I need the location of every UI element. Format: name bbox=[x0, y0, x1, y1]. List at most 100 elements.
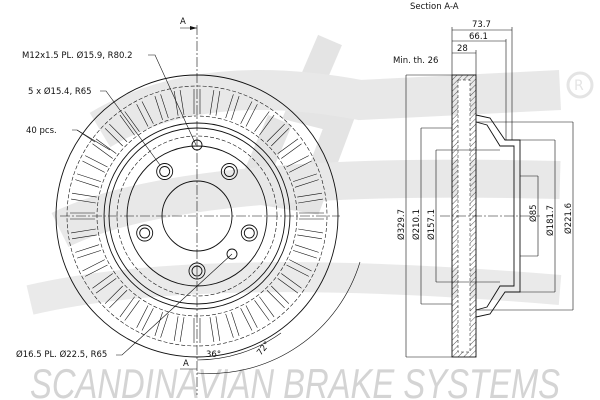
vane-line bbox=[225, 94, 234, 119]
vane-line bbox=[77, 250, 102, 259]
vane-line bbox=[179, 90, 185, 115]
vane-line bbox=[259, 296, 275, 318]
vane-line bbox=[271, 285, 290, 304]
vane-line bbox=[289, 160, 312, 173]
sbs-logo-watermark: R bbox=[26, 34, 594, 315]
angle-72: 72° bbox=[255, 340, 272, 358]
vane-line bbox=[179, 317, 185, 342]
vane-line bbox=[154, 311, 163, 336]
vane-line bbox=[286, 155, 309, 168]
vane-line bbox=[292, 250, 317, 259]
vane-line bbox=[119, 114, 135, 136]
vane-line bbox=[109, 290, 128, 309]
vane-line bbox=[259, 114, 275, 136]
bolt-hole bbox=[136, 224, 154, 242]
vane-line bbox=[286, 264, 309, 277]
vane-line bbox=[254, 300, 270, 321]
vane-line bbox=[141, 308, 154, 331]
vane-line bbox=[245, 104, 258, 127]
vane-line bbox=[298, 198, 323, 204]
vane-line bbox=[277, 278, 299, 294]
vane-line bbox=[294, 179, 319, 188]
section-marker-top: A bbox=[180, 17, 186, 27]
bolt-hole bbox=[243, 227, 255, 239]
svg-text:R: R bbox=[574, 78, 584, 94]
vane-line bbox=[281, 273, 302, 289]
vane-line bbox=[271, 128, 290, 147]
bolt-hole bbox=[139, 227, 151, 239]
dim-overall-height: 73.7 bbox=[472, 20, 491, 30]
vane-line bbox=[104, 128, 123, 147]
bolt-hole bbox=[159, 166, 171, 177]
registered-mark-icon bbox=[566, 71, 594, 99]
dim-center-bore: Ø85 bbox=[528, 204, 539, 222]
vane-line bbox=[85, 155, 108, 168]
vane-line bbox=[254, 111, 270, 132]
vane-line bbox=[119, 296, 135, 318]
dim-thickness: 28 bbox=[457, 44, 468, 54]
vane-line bbox=[82, 259, 105, 272]
vane-line bbox=[281, 143, 302, 159]
vane-line bbox=[240, 101, 253, 124]
vane-line bbox=[71, 192, 97, 198]
small-hole bbox=[226, 248, 238, 260]
angle-36: 36° bbox=[206, 350, 221, 360]
dim-hat-outer-diameter: Ø181.7 bbox=[545, 205, 556, 236]
vane-line bbox=[160, 313, 169, 338]
vane-line bbox=[95, 138, 117, 154]
vane-line bbox=[104, 285, 123, 304]
vane-line bbox=[225, 313, 234, 338]
callout-pilot-hole: Ø16.5 PL. Ø22.5, R65 bbox=[16, 349, 107, 360]
vane-line bbox=[109, 123, 128, 142]
vane-line bbox=[266, 290, 285, 309]
vane-line bbox=[71, 198, 96, 204]
callout-threaded-hole: M12x1.5 PL. Ø15.9, R80.2 bbox=[22, 50, 133, 61]
vane-line bbox=[75, 244, 100, 253]
vane-line bbox=[240, 308, 253, 331]
bolt-holes bbox=[136, 139, 258, 280]
vane-line bbox=[209, 90, 215, 115]
disc-section-view: Section A-A 73.7 66.1 28 Min. th. 26 Ø32… bbox=[393, 2, 574, 358]
vane-line bbox=[298, 228, 323, 234]
vane-line bbox=[92, 273, 113, 289]
dim-hat-inner-diameter: Ø157.1 bbox=[426, 209, 437, 240]
dim-outer-diameter: Ø329.7 bbox=[396, 209, 407, 240]
bolt-hole bbox=[220, 163, 238, 180]
vane-line bbox=[289, 259, 312, 272]
vane-line bbox=[215, 90, 221, 116]
vane-line bbox=[77, 173, 102, 182]
vane-line bbox=[154, 96, 163, 121]
vane-line bbox=[209, 317, 215, 342]
vane-line bbox=[75, 179, 100, 188]
vane-line bbox=[85, 264, 108, 277]
vane-line bbox=[173, 90, 179, 116]
vane-line bbox=[124, 300, 140, 321]
vane-line bbox=[294, 244, 319, 253]
vane-line bbox=[71, 228, 96, 234]
vane-line bbox=[136, 305, 149, 328]
vane-line bbox=[71, 234, 97, 240]
dim-inner-friction-diameter: Ø210.1 bbox=[411, 209, 422, 240]
vane-line bbox=[124, 111, 140, 132]
vane-line bbox=[173, 316, 179, 342]
vane-line bbox=[245, 305, 258, 328]
section-title: Section A-A bbox=[410, 2, 459, 12]
callout-vanes: 40 pcs. bbox=[26, 126, 57, 136]
watermark-text: SCANDINAVIAN BRAKE SYSTEMS bbox=[30, 360, 560, 400]
vane-line bbox=[160, 94, 169, 119]
vane-line bbox=[231, 311, 240, 336]
vane-line bbox=[231, 96, 240, 121]
dim-hat-height: 66.1 bbox=[469, 32, 488, 42]
bolt-hole bbox=[240, 224, 258, 242]
bolt-hole bbox=[223, 166, 235, 177]
vane-line bbox=[297, 192, 323, 198]
vane-line bbox=[277, 138, 299, 154]
vane-line bbox=[95, 278, 117, 294]
vane-line bbox=[92, 143, 113, 159]
vane-line bbox=[141, 101, 154, 124]
dim-friction-ring-inner: Ø221.6 bbox=[563, 203, 574, 234]
section-marker-bottom: A bbox=[183, 359, 189, 369]
vane-line bbox=[292, 173, 317, 182]
